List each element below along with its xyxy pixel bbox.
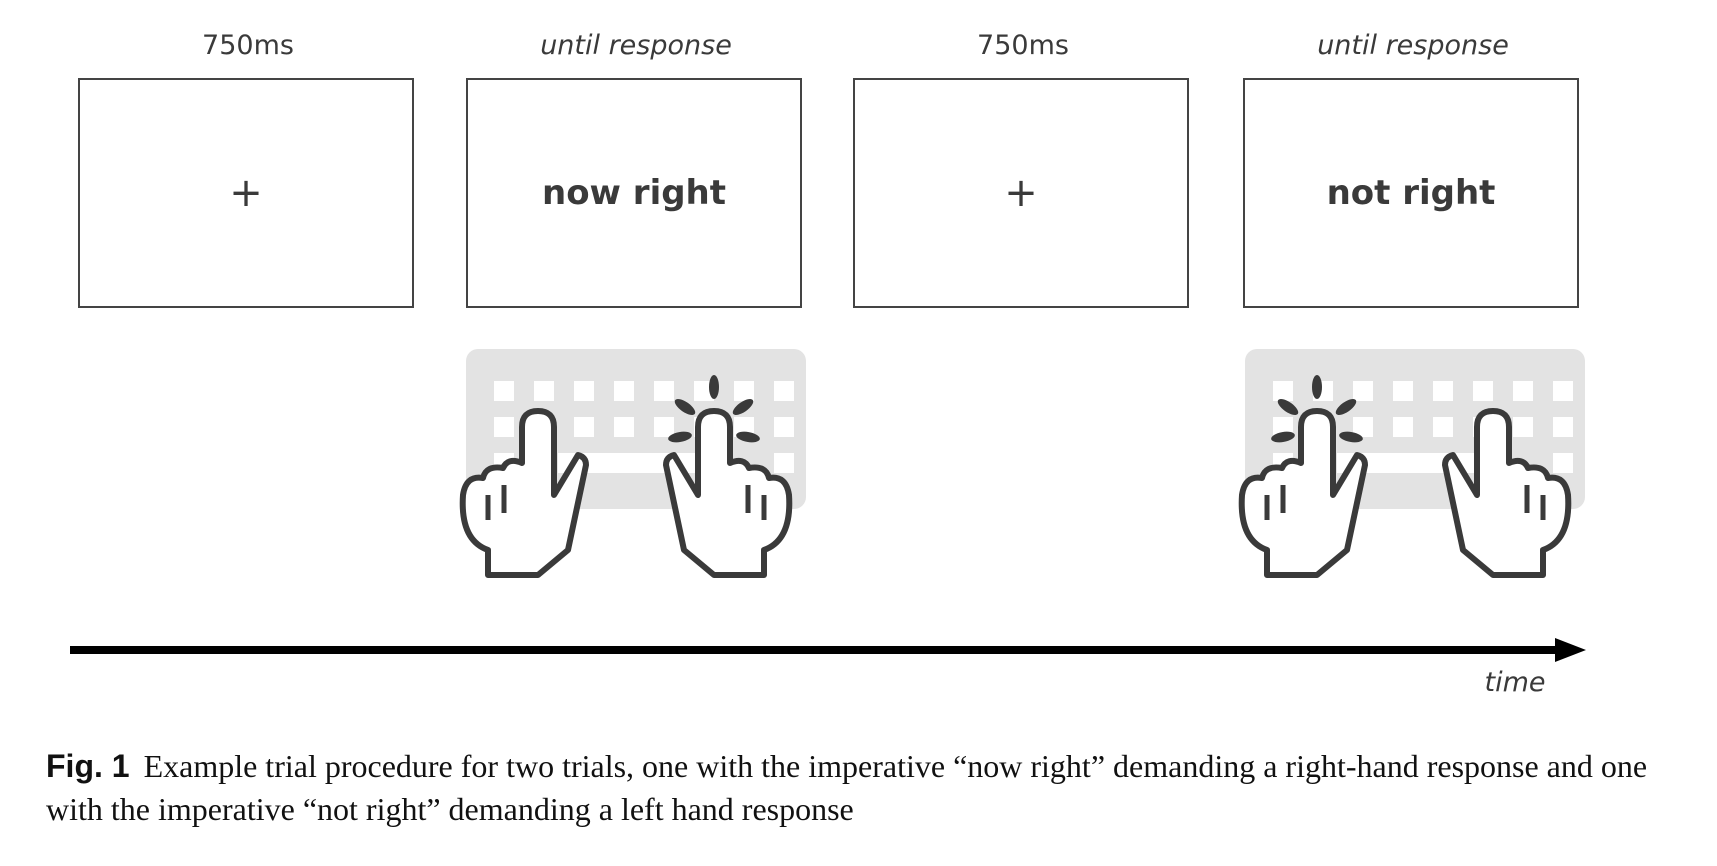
imperative-screen-2: not right [1243, 78, 1579, 308]
caption-text: Example trial procedure for two trials, … [46, 748, 1648, 827]
panel-2-duration: until response [540, 30, 732, 61]
right-hand-icon [1442, 408, 1572, 578]
right-hand-icon [663, 408, 793, 578]
left-hand-icon [459, 408, 589, 578]
press-burst-icon [1271, 375, 1363, 443]
timeline-arrow [70, 638, 1586, 662]
imperative-screen-1: now right [466, 78, 802, 308]
keyboard-right-press-illustration [459, 349, 806, 578]
left-hand-icon [1238, 408, 1368, 578]
fixation-cross: + [1004, 170, 1038, 216]
panel-4-duration: until response [1317, 30, 1509, 61]
imperative-text: not right [1326, 173, 1496, 213]
keyboard-left-press-illustration [1238, 349, 1585, 578]
figure-label: Fig. 1 [46, 748, 130, 784]
fixation-screen-1: + [78, 78, 414, 308]
arrowhead-icon [1555, 638, 1586, 662]
imperative-text: now right [541, 173, 727, 213]
fixation-screen-2: + [853, 78, 1189, 308]
timeline-label: time [1484, 667, 1546, 698]
panel-1-duration: 750ms [202, 30, 294, 61]
panel-3-duration: 750ms [977, 30, 1069, 61]
press-burst-icon [668, 375, 760, 443]
fixation-cross: + [229, 170, 263, 216]
